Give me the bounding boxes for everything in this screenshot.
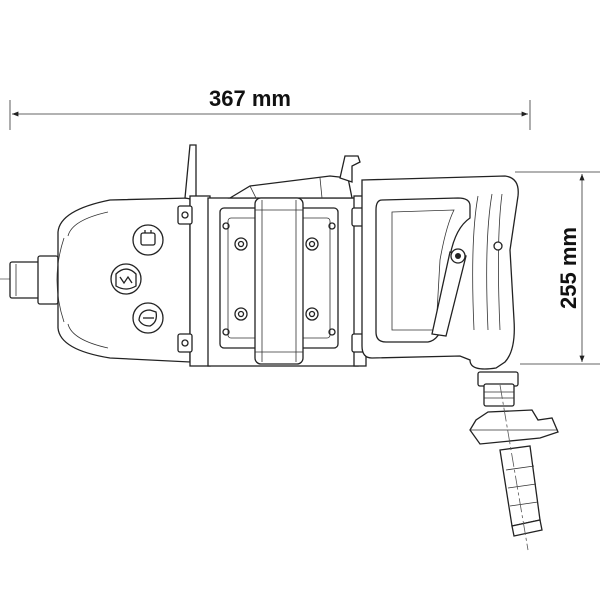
square-drive-anvil <box>9 255 59 305</box>
rotation-direction-icon <box>110 263 142 295</box>
height-label: 255 mm <box>556 227 581 309</box>
height-dimension: 255 mm <box>515 171 600 365</box>
housing-bolt-bottom-right <box>305 307 319 321</box>
trigger-lock-icon <box>132 302 164 334</box>
motor-housing <box>207 155 367 367</box>
housing-bolt-top-right <box>305 237 319 251</box>
length-dimension: 367 mm <box>9 86 531 130</box>
d-handle <box>361 175 519 370</box>
air-inlet-swivel <box>469 371 559 445</box>
hose-fitting <box>499 384 543 551</box>
length-label: 367 mm <box>209 86 291 111</box>
housing-bolt-top-left <box>234 237 248 251</box>
reverse-selector-icon <box>132 224 164 256</box>
trigger <box>431 241 503 337</box>
front-flange-plate <box>177 144 211 367</box>
housing-bolt-bottom-left <box>234 307 248 321</box>
